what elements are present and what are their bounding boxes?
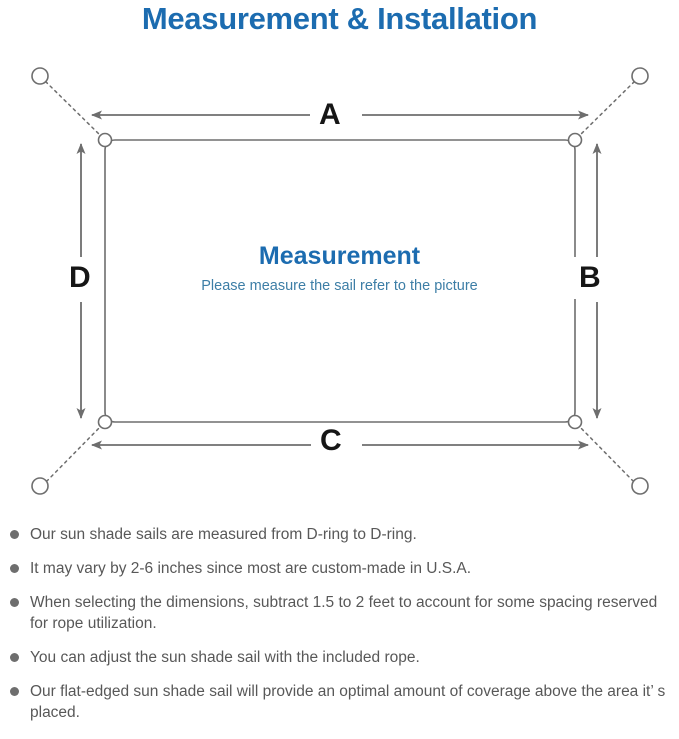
d-ring-top-right-icon	[567, 132, 583, 148]
sail-rectangle	[104, 139, 576, 423]
bullet-icon	[10, 598, 19, 607]
bullet-icon	[10, 564, 19, 573]
d-ring-bottom-left-icon	[97, 414, 113, 430]
rope-line-top-right	[576, 78, 638, 139]
note-text: You can adjust the sun shade sail with t…	[30, 649, 420, 666]
anchor-point-top-right-icon	[631, 67, 649, 85]
note-text: Our flat-edged sun shade sail will provi…	[30, 683, 666, 721]
diagram-canvas	[31, 67, 649, 495]
list-item: Our sun shade sails are measured from D-…	[0, 524, 679, 545]
bullet-icon	[10, 530, 19, 539]
bullet-icon	[10, 653, 19, 662]
list-item: It may vary by 2-6 inches since most are…	[0, 558, 679, 579]
list-item: You can adjust the sun shade sail with t…	[0, 647, 679, 668]
measurement-diagram: A B C D Measurement Please measure the s…	[0, 44, 679, 514]
dimension-label-a: A	[310, 100, 350, 130]
rope-line-top-left	[42, 78, 104, 139]
dimension-label-c: C	[311, 426, 351, 456]
dimension-label-d: D	[63, 257, 97, 299]
bullet-icon	[10, 687, 19, 696]
rope-line-bottom-left	[42, 423, 104, 486]
dimension-label-b: B	[573, 257, 607, 299]
d-ring-bottom-right-icon	[567, 414, 583, 430]
list-item: When selecting the dimensions, subtract …	[0, 592, 679, 634]
note-text: It may vary by 2-6 inches since most are…	[30, 560, 472, 577]
anchor-point-top-left-icon	[31, 67, 49, 85]
anchor-point-bottom-left-icon	[31, 477, 49, 495]
page-title: Measurement & Installation	[141, 1, 538, 36]
anchor-point-bottom-right-icon	[631, 477, 649, 495]
notes-list: Our sun shade sails are measured from D-…	[0, 524, 679, 736]
rope-line-bottom-right	[576, 423, 638, 486]
list-item: Our flat-edged sun shade sail will provi…	[0, 681, 679, 723]
d-ring-top-left-icon	[97, 132, 113, 148]
note-text: Our sun shade sails are measured from D-…	[30, 526, 417, 543]
note-text: When selecting the dimensions, subtract …	[30, 594, 658, 632]
